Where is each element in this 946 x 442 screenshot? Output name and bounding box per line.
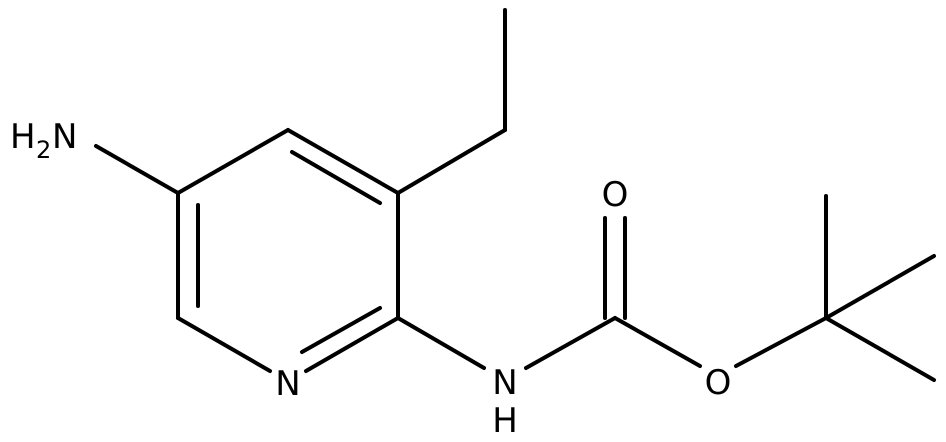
bond-c3-ch2 xyxy=(396,128,507,195)
bond-c2-nh xyxy=(396,316,486,370)
bond-nh-c xyxy=(524,316,617,370)
bond-cq-me-right-down xyxy=(824,316,936,382)
bond-c2-n1 xyxy=(304,316,400,373)
bond-c2-n1-inner xyxy=(300,306,382,354)
ring-n-label: N xyxy=(275,364,300,404)
bond-c5-c4 xyxy=(176,128,290,195)
bond-cq-me-right-up xyxy=(824,254,936,320)
carbamate-n-label: N xyxy=(492,363,517,403)
bond-n1-c6 xyxy=(176,316,272,373)
amine-h-subscript: 2 xyxy=(36,136,51,164)
carbonyl-o-label: O xyxy=(602,175,629,215)
amine-n-label: N xyxy=(52,117,77,157)
bond-c5-nh2 xyxy=(94,144,180,195)
bond-o-cq xyxy=(734,316,828,368)
bond-c4-c3 xyxy=(286,128,400,195)
bond-c4-c3-inner xyxy=(290,150,382,205)
bond-c-o-ester xyxy=(613,316,702,368)
amine-h-label: H xyxy=(10,117,36,157)
ester-o-label: O xyxy=(705,363,732,403)
carbamate-h-label: H xyxy=(492,401,518,441)
